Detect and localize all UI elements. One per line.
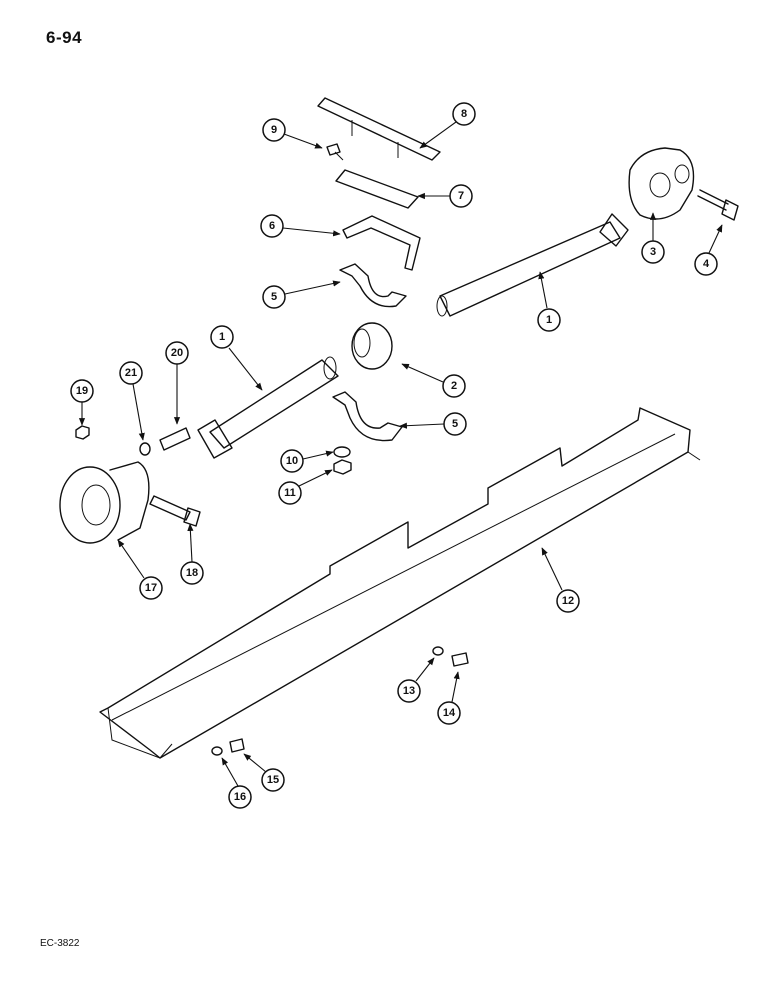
svg-text:9: 9 xyxy=(271,124,277,136)
callout-1-upper: 1 xyxy=(537,271,561,332)
svg-text:15: 15 xyxy=(267,774,279,786)
callout-16: 16 xyxy=(221,757,252,809)
callout-15: 15 xyxy=(243,753,285,792)
callout-19: 19 xyxy=(70,379,94,426)
part-3-coupling xyxy=(628,147,695,220)
part-1-shaft-lower xyxy=(197,356,339,459)
part-6-bracket xyxy=(342,215,421,271)
callout-13: 13 xyxy=(397,657,435,703)
svg-text:5: 5 xyxy=(271,291,277,303)
callout-4: 4 xyxy=(694,224,723,276)
part-15-bolt xyxy=(229,738,245,753)
svg-text:2: 2 xyxy=(451,380,457,392)
svg-text:3: 3 xyxy=(650,246,656,258)
callout-1-lower: 1 xyxy=(210,325,263,391)
svg-text:13: 13 xyxy=(403,685,415,697)
callout-6: 6 xyxy=(260,214,341,238)
svg-text:14: 14 xyxy=(443,707,456,719)
part-20-bolt xyxy=(159,427,191,451)
svg-text:5: 5 xyxy=(452,418,458,430)
svg-text:12: 12 xyxy=(562,595,574,607)
part-12-channel xyxy=(99,407,701,759)
svg-text:17: 17 xyxy=(145,582,157,594)
part-14-bolt xyxy=(451,652,469,667)
callout-18: 18 xyxy=(180,523,204,585)
figure-code: EC-3822 xyxy=(40,938,80,949)
svg-text:4: 4 xyxy=(703,258,710,270)
svg-text:1: 1 xyxy=(546,314,552,326)
svg-text:7: 7 xyxy=(458,190,464,202)
part-16-washer xyxy=(211,746,223,756)
callout-10: 10 xyxy=(280,449,334,473)
part-10-washer xyxy=(333,446,351,458)
callout-9: 9 xyxy=(262,118,323,149)
callout-21: 21 xyxy=(119,361,145,441)
svg-text:20: 20 xyxy=(171,347,183,359)
callout-5-lower: 5 xyxy=(399,412,467,436)
svg-text:16: 16 xyxy=(234,791,246,803)
part-18-bolt xyxy=(149,495,201,527)
page-number: 6-94 xyxy=(46,28,83,47)
svg-text:21: 21 xyxy=(125,367,137,379)
part-13-washer xyxy=(432,646,444,656)
svg-text:1: 1 xyxy=(219,331,225,343)
svg-text:18: 18 xyxy=(186,567,198,579)
callout-3: 3 xyxy=(641,212,665,264)
part-9-bolt xyxy=(326,143,344,161)
callout-20: 20 xyxy=(165,341,189,425)
part-5-clamp-upper xyxy=(339,263,407,308)
part-5-clamp-lower xyxy=(332,391,403,442)
part-21-washer xyxy=(139,442,151,456)
callout-17: 17 xyxy=(117,539,163,600)
svg-text:10: 10 xyxy=(286,455,298,467)
svg-text:19: 19 xyxy=(76,385,88,397)
callout-11: 11 xyxy=(278,469,333,505)
part-7-shim xyxy=(335,169,419,209)
part-8-plate xyxy=(317,97,441,161)
callout-8: 8 xyxy=(419,102,476,149)
callout-7: 7 xyxy=(417,184,473,208)
part-17-hub xyxy=(59,461,150,544)
svg-text:8: 8 xyxy=(461,108,467,120)
part-11-nut xyxy=(333,459,352,475)
callout-12: 12 xyxy=(541,547,580,613)
callout-2: 2 xyxy=(401,363,466,398)
svg-text:6: 6 xyxy=(269,220,275,232)
callout-14: 14 xyxy=(437,671,461,725)
svg-text:11: 11 xyxy=(284,487,296,499)
part-19-nut xyxy=(75,425,90,440)
part-2-bushing xyxy=(351,322,393,370)
part-4-bolt xyxy=(697,189,739,221)
part-1-shaft-upper xyxy=(436,213,629,317)
callout-5-upper: 5 xyxy=(262,280,341,309)
